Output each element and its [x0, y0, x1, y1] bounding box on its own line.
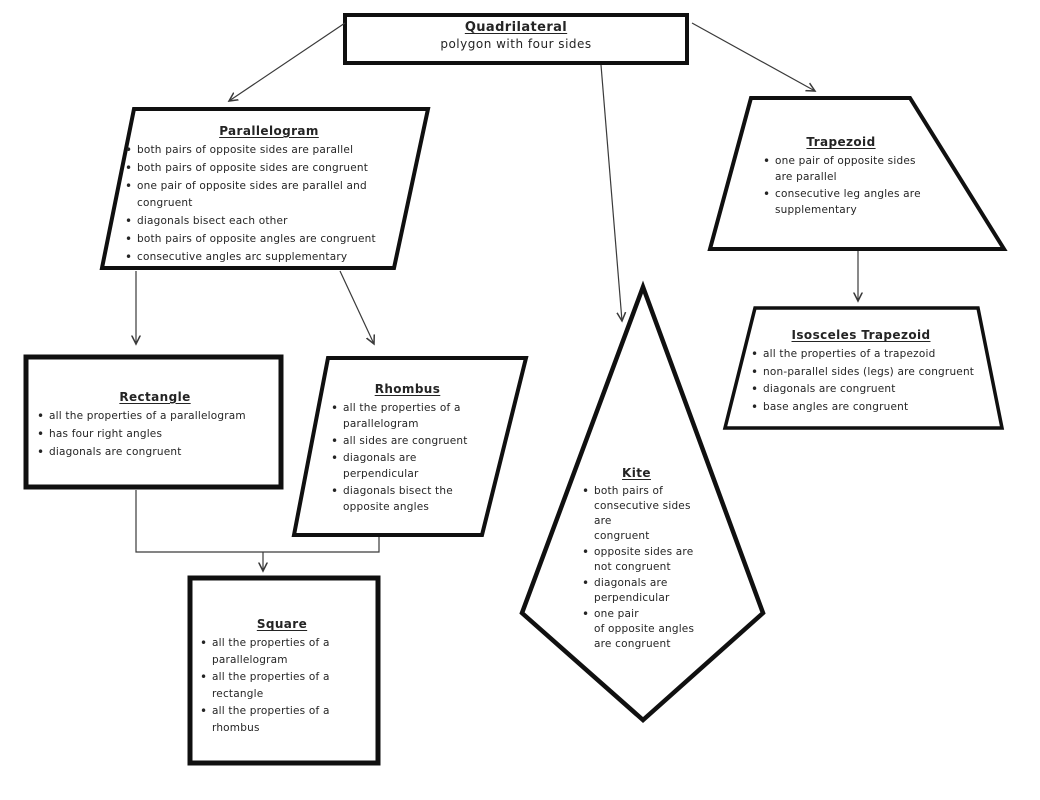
- property-bullet: all the properties of a trapezoid: [750, 346, 987, 363]
- parallelogram-properties-list: both pairs of opposite sides are paralle…: [124, 142, 420, 266]
- property-bullet: all the properties of a parallelogram: [36, 408, 277, 425]
- rhombus-properties-list: all the properties of a parallelogramall…: [330, 400, 495, 515]
- property-bullet: diagonals bisect the opposite angles: [330, 483, 495, 515]
- isosceles-trapezoid-node: Isosceles Trapezoid all the properties o…: [735, 328, 987, 416]
- quadrilateral-node: Quadrilateral polygon with four sides: [346, 20, 686, 51]
- property-bullet: both pairs of opposite sides are paralle…: [124, 142, 420, 159]
- property-bullet: has four right angles: [36, 426, 277, 443]
- arrow-quadrilateral-to-parallelogram: [229, 22, 346, 101]
- isosceles-trapezoid-properties-list: all the properties of a trapezoidnon-par…: [750, 346, 987, 415]
- kite-title: Kite: [622, 466, 651, 480]
- rectangle-title: Rectangle: [119, 390, 191, 404]
- trapezoid-title: Trapezoid: [806, 135, 876, 149]
- property-bullet: opposite sides are not congruent: [581, 545, 709, 575]
- kite-node: Kite both pairs of consecutive sides are…: [564, 466, 709, 653]
- property-bullet: both pairs of consecutive sides are cong…: [581, 484, 709, 544]
- connector-rectangle-rhombus-join: [135, 490, 380, 553]
- property-bullet: all the properties of a rectangle: [199, 669, 368, 702]
- property-bullet: both pairs of opposite sides are congrue…: [124, 160, 420, 177]
- rhombus-node: Rhombus all the properties of a parallel…: [320, 382, 495, 516]
- property-bullet: consecutive leg angles are supplementary: [762, 186, 934, 218]
- square-node: Square all the properties of a parallelo…: [196, 617, 368, 737]
- property-bullet: diagonals are congruent: [750, 381, 987, 398]
- quadrilateral-shape: [343, 13, 689, 65]
- property-bullet: all the properties of a rhombus: [199, 703, 368, 736]
- property-bullet: one pair of opposite sides are parallel …: [124, 178, 420, 212]
- property-bullet: diagonals are perpendicular: [330, 450, 495, 482]
- square-title: Square: [256, 617, 308, 631]
- property-bullet: all the properties of a parallelogram: [330, 400, 495, 432]
- property-bullet: all sides are congruent: [330, 433, 495, 449]
- square-properties-list: all the properties of a parallelogramall…: [199, 635, 368, 736]
- rectangle-node: Rectangle all the properties of a parall…: [33, 390, 277, 462]
- rhombus-title: Rhombus: [374, 382, 441, 396]
- kite-properties-list: both pairs of consecutive sides are cong…: [581, 484, 709, 652]
- quadrilateral-title: Quadrilateral: [464, 20, 568, 35]
- property-bullet: non-parallel sides (legs) are congruent: [750, 364, 987, 381]
- property-bullet: one pair of opposite angles are congruen…: [581, 607, 709, 652]
- property-bullet: diagonals bisect each other: [124, 213, 420, 230]
- quadrilateral-subtitle: polygon with four sides: [440, 37, 592, 51]
- property-bullet: diagonals are congruent: [36, 444, 277, 461]
- trapezoid-node: Trapezoid one pair of opposite sides are…: [748, 135, 934, 219]
- arrow-quadrilateral-to-kite: [600, 64, 622, 321]
- property-bullet: one pair of opposite sides are parallel: [762, 153, 934, 185]
- arrow-quadrilateral-to-trapezoid: [691, 22, 815, 91]
- rectangle-properties-list: all the properties of a parallelogramhas…: [36, 408, 277, 461]
- property-bullet: diagonals are perpendicular: [581, 576, 709, 606]
- trapezoid-properties-list: one pair of opposite sides are parallelc…: [762, 153, 934, 218]
- property-bullet: consecutive angles arc supplementary: [124, 249, 420, 266]
- parallelogram-title: Parallelogram: [219, 124, 319, 138]
- parallelogram-node: Parallelogram both pairs of opposite sid…: [118, 124, 420, 267]
- property-bullet: all the properties of a parallelogram: [199, 635, 368, 668]
- property-bullet: base angles are congruent: [750, 399, 987, 416]
- property-bullet: both pairs of opposite angles are congru…: [124, 231, 420, 248]
- arrow-parallelogram-to-rhombus: [339, 270, 374, 344]
- isosceles-trapezoid-title: Isosceles Trapezoid: [791, 328, 931, 342]
